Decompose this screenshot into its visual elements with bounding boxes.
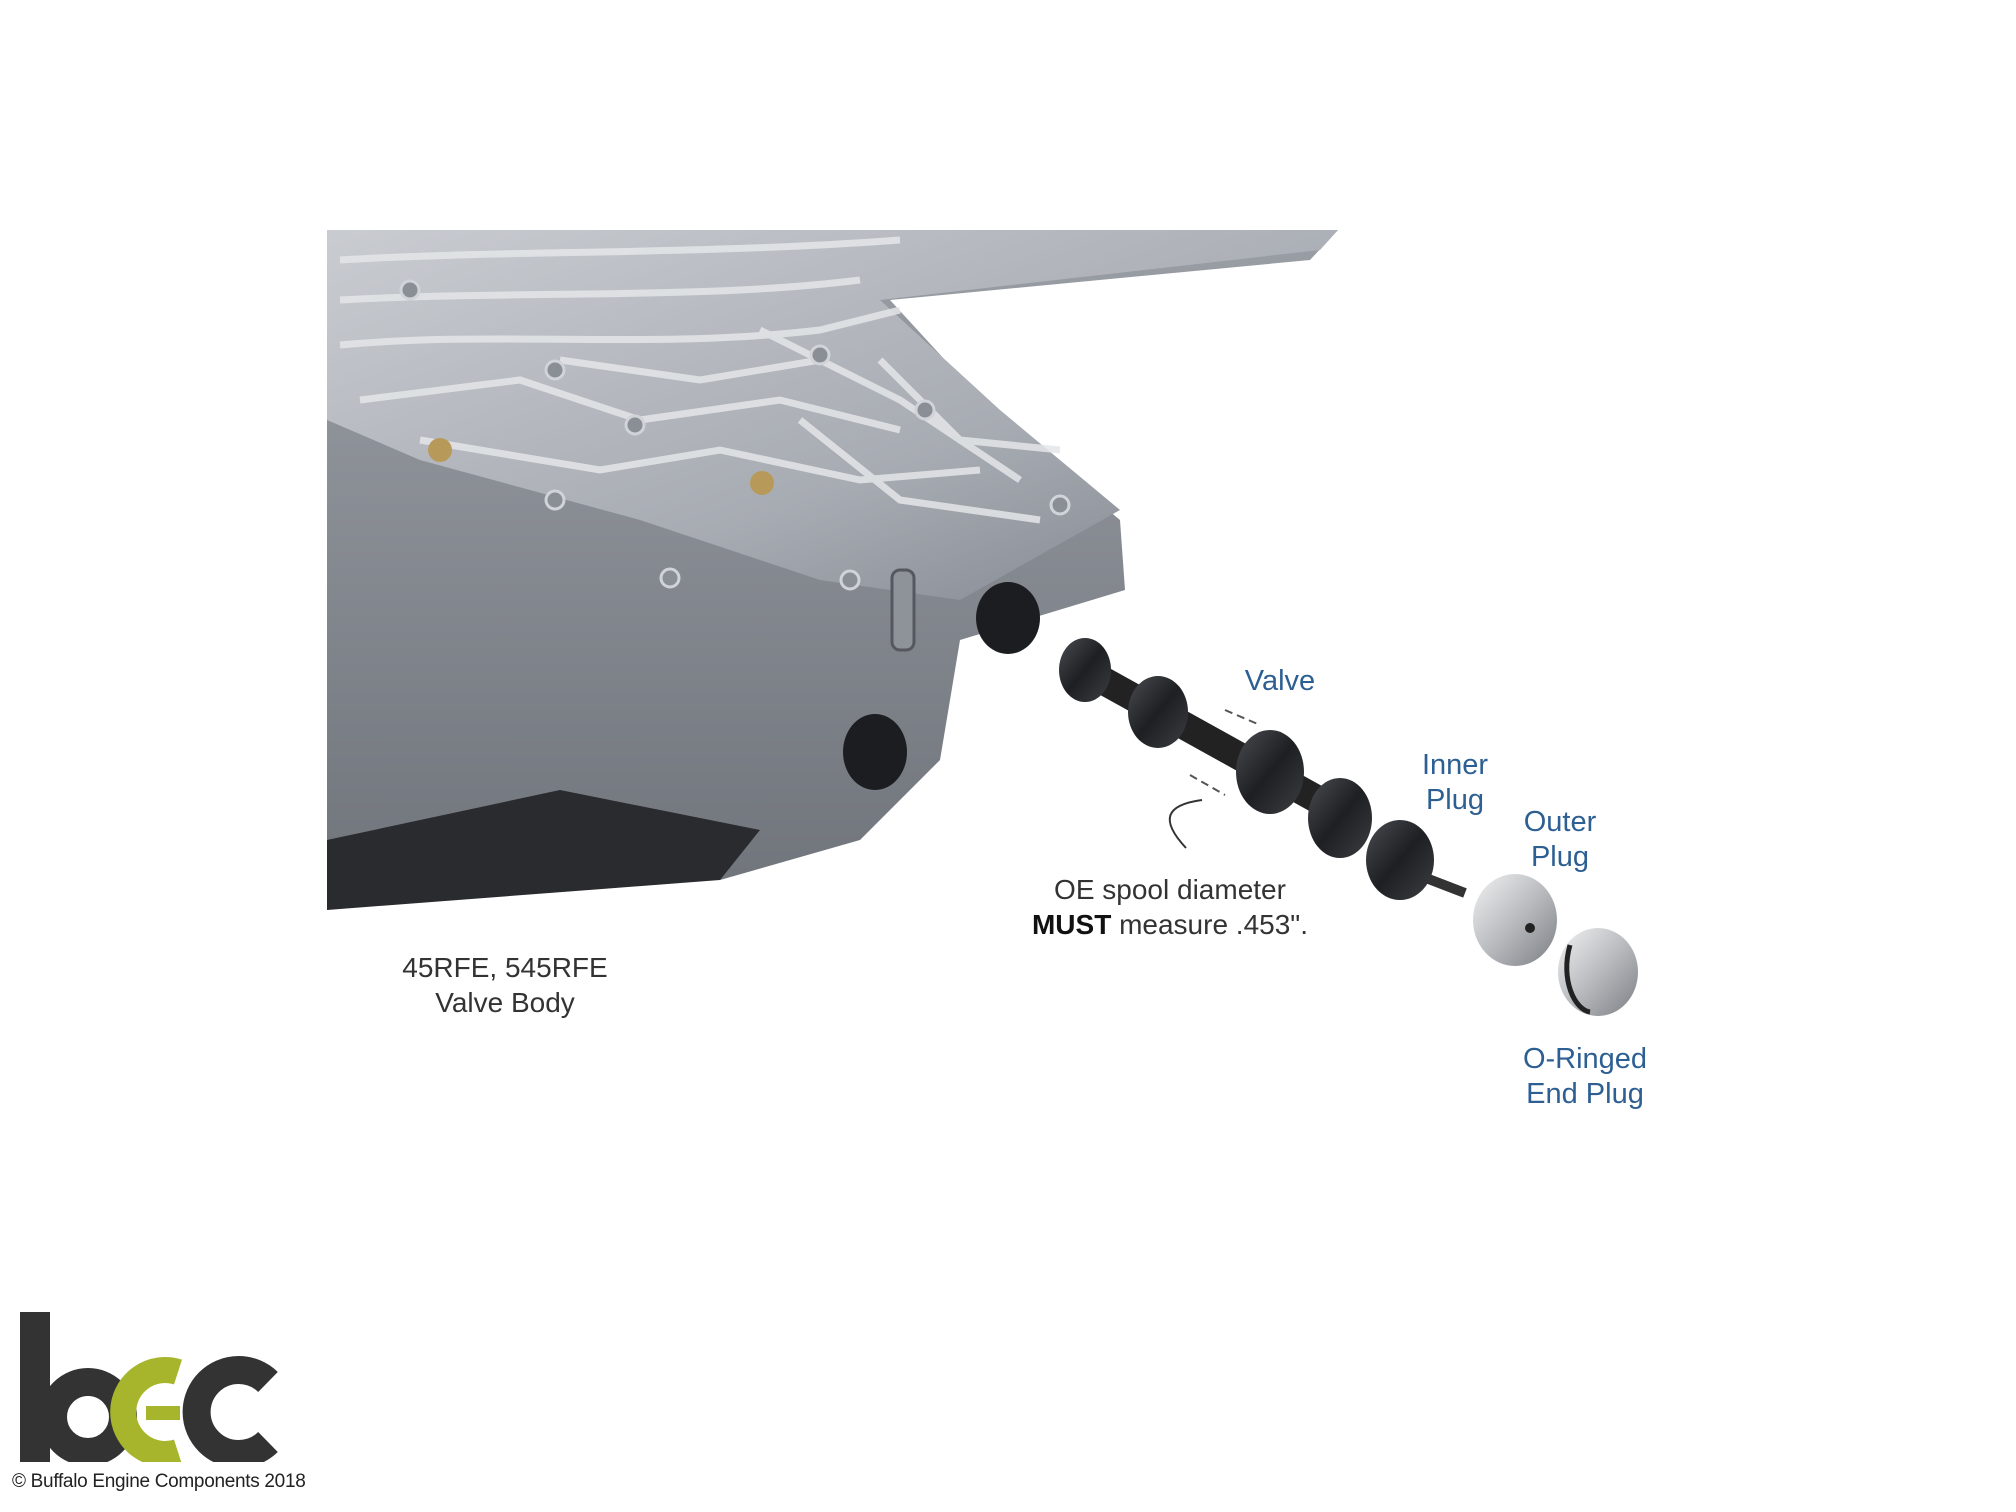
spool-diameter-note: OE spool diameter MUST measure .453". (1010, 872, 1330, 942)
end-plug-label: O-Ringed End Plug (1480, 1042, 1690, 1112)
valve-body-casting (327, 230, 1338, 910)
end-plug-label-line1: O-Ringed (1522, 1043, 1648, 1075)
outer-plug-label-line2: Plug (1530, 841, 1590, 873)
valve-body-caption-line1: 45RFE, 545RFE (402, 952, 608, 983)
outer-plug-label: Outer Plug (1485, 805, 1635, 875)
valve-spool (1059, 638, 1372, 858)
copyright-text: © Buffalo Engine Components 2018 (12, 1471, 306, 1492)
outer-plug-label-line1: Outer (1523, 806, 1597, 838)
inner-plug (1366, 820, 1467, 900)
o-ringed-end-plug (1558, 928, 1638, 1016)
inner-plug-label: Inner Plug (1380, 748, 1530, 818)
valve-body-caption: 45RFE, 545RFE Valve Body (380, 950, 630, 1020)
valve-body-caption-line2: Valve Body (435, 987, 575, 1018)
end-plug-label-line2: End Plug (1526, 1078, 1644, 1110)
valve-label: Valve (1244, 665, 1316, 697)
spool-note-line2: MUST measure .453". (1010, 907, 1330, 942)
inner-plug-label-line1: Inner (1421, 749, 1489, 781)
spool-note-rest: measure .453". (1111, 909, 1309, 940)
spool-note-line1: OE spool diameter (1054, 874, 1286, 905)
spool-note-bold: MUST (1031, 909, 1112, 940)
bec-logo (20, 1312, 278, 1462)
outer-plug (1473, 874, 1557, 966)
inner-plug-label-line2: Plug (1425, 784, 1485, 816)
